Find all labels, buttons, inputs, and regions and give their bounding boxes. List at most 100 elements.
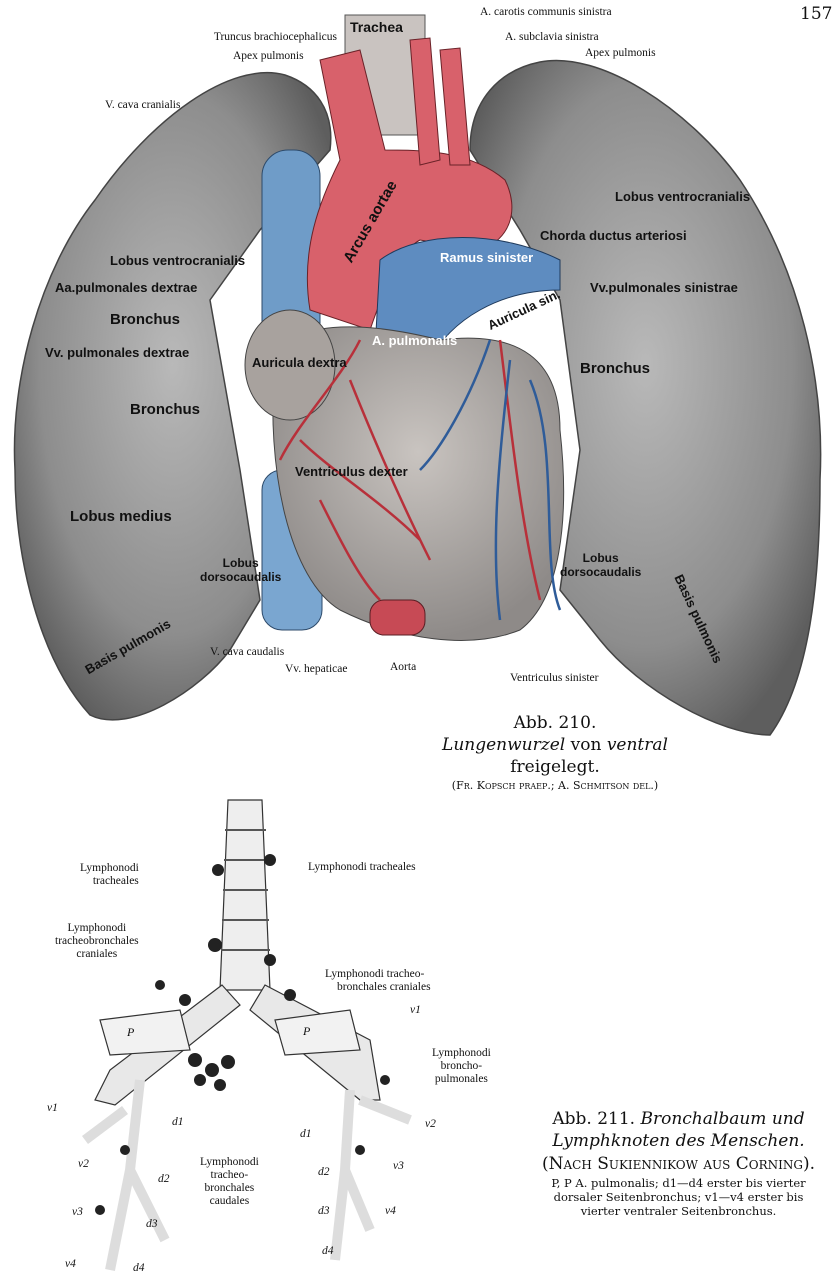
label-v2-right: v2 [425, 1118, 436, 1130]
caption-legend-3: vierter ventraler Seitenbronchus. [580, 1204, 777, 1218]
caption-title: Lungenwurzel von ventral [390, 734, 720, 756]
label-line: tracheo- [210, 1169, 249, 1181]
label-v4-left: v4 [65, 1258, 76, 1270]
label-auricula-dextra: Auricula dextra [252, 355, 347, 370]
label-v3-left: v3 [72, 1206, 83, 1218]
auricula-dextra [244, 309, 336, 421]
label-truncus: Truncus brachiocephalicus [213, 31, 337, 43]
label-line: Lymphonodi tracheo- [325, 968, 425, 980]
label-a-pulmonalis: A. pulmonalis [372, 333, 458, 348]
label-aa-pulm-dextrae: Aa.pulmonales dextrae [55, 280, 198, 295]
label-lobus-vc-right: Lobus ventrocranialis [615, 189, 751, 204]
label-line: bronchales craniales [337, 981, 431, 993]
caption-title-italic-2: ventral [606, 735, 668, 755]
caption-number: Abb. 211. [552, 1109, 636, 1129]
label-ramus-sinister: Ramus sinister [440, 250, 534, 265]
pulmonary-trunk [374, 237, 561, 361]
label-line: tracheobronchales [55, 935, 139, 947]
aorta-descending [369, 599, 426, 636]
left-lower-branch [82, 1079, 170, 1271]
label-subclavia: A. subclavia sinistra [505, 31, 599, 43]
label-line: Lymphonodi [67, 922, 127, 934]
label-d3-right: d3 [318, 1205, 330, 1217]
caption-title-mid: von [565, 735, 607, 755]
label-line: dorsocaudalis [200, 570, 282, 584]
figure-210-caption: Abb. 210. Lungenwurzel von ventral freig… [390, 712, 720, 794]
label-bronchus-2: Bronchus [130, 401, 201, 418]
subclavia [439, 47, 471, 166]
label-d3-left: d3 [146, 1218, 158, 1230]
label-ltbc-right: Lymphonodi tracheo-bronchales craniales [325, 968, 431, 994]
label-carotis: A. carotis communis sinistra [480, 6, 612, 18]
label-v3-right: v3 [393, 1160, 404, 1172]
label-vcava-cranialis: V. cava cranialis [105, 99, 181, 111]
caption-title-line2: freigelegt. [510, 757, 600, 777]
label-d4-left: d4 [133, 1262, 145, 1274]
label-d4-right: d4 [322, 1245, 334, 1257]
right-lung [13, 72, 332, 721]
label-d1-left: d1 [172, 1116, 184, 1128]
carotid [409, 37, 441, 166]
label-line: Lobus [582, 551, 619, 565]
page-number: 157 [800, 4, 833, 24]
label-chorda: Chorda ductus arteriosi [540, 228, 687, 243]
label-v1-left: v1 [47, 1102, 58, 1114]
caption-number: Abb. 210. [513, 713, 597, 733]
caption-credit: (Fr. Kopsch praep.; A. Schmitson del.) [451, 779, 659, 792]
label-apex-right: Apex pulmonis [585, 47, 656, 59]
label-lobus-medius: Lobus medius [70, 508, 172, 525]
label-trachea: Trachea [350, 19, 403, 35]
label-v4-right: v4 [385, 1205, 396, 1217]
label-d2-left: d2 [158, 1173, 170, 1185]
coronary-vessels [278, 339, 542, 601]
label-vcava-caudalis: V. cava caudalis [210, 646, 285, 658]
label-v2-left: v2 [78, 1158, 89, 1170]
label-line: bronchales [204, 1182, 255, 1194]
label-bronchus-1: Bronchus [110, 311, 181, 328]
label-line: tracheales [92, 875, 139, 887]
caption-title-italic-1: Lungenwurzel [442, 735, 566, 755]
cardiac-veins [419, 339, 562, 621]
right-a-pulmonalis [274, 1009, 361, 1056]
caption-legend-2: dorsaler Seitenbronchus; v1—v4 erster bi… [553, 1190, 804, 1204]
caption-title-line1: Abb. 211. Bronchalbaum und [520, 1108, 837, 1130]
label-aorta: Aorta [390, 661, 417, 673]
label-line: pulmonales [434, 1073, 488, 1085]
figure-210-illustration [13, 14, 822, 736]
label-p-right: P [303, 1024, 311, 1038]
label-line: Lymphonodi [200, 1156, 259, 1168]
label-vv-hepaticae: Vv. hepaticae [285, 663, 348, 675]
label-line: Lobus [222, 556, 259, 570]
label-d1-right: d1 [300, 1128, 312, 1140]
heart [272, 326, 565, 641]
label-v1-right: v1 [410, 1004, 421, 1016]
label-line: craniales [76, 948, 118, 960]
label-line: caudales [209, 1195, 250, 1207]
label-p-left: P [127, 1025, 135, 1039]
label-ventriculus-dexter: Ventriculus dexter [295, 464, 408, 479]
label-d2-right: d2 [318, 1166, 330, 1178]
label-bronchus-right: Bronchus [580, 360, 651, 377]
label-line: dorsocaudalis [560, 565, 642, 579]
label-ventriculus-sinister: Ventriculus sinister [510, 672, 599, 684]
caption-legend-1: P, P A. pulmonalis; d1—d4 erster bis vie… [551, 1176, 806, 1190]
label-vv-pulm-dextrae: Vv. pulmonales dextrae [45, 345, 190, 360]
caption-source: (Nach Sukiennikow aus Corning). [541, 1154, 816, 1174]
lymph-nodes [95, 854, 390, 1215]
label-apex-left: Apex pulmonis [233, 50, 304, 62]
label-lobus-vc-left: Lobus ventrocranialis [110, 253, 246, 268]
trachea-tube [219, 799, 271, 991]
left-a-pulmonalis [99, 1009, 191, 1056]
label-lt-right: Lymphonodi tracheales [308, 861, 416, 873]
label-line: broncho- [440, 1060, 483, 1072]
figure-211-caption: Abb. 211. Bronchalbaum und Lymphknoten d… [520, 1108, 837, 1218]
label-line: Lymphonodi [432, 1047, 491, 1059]
label-line: Lymphonodi [80, 862, 139, 874]
label-vv-pulm-sinistrae: Vv.pulmonales sinistrae [590, 280, 738, 295]
